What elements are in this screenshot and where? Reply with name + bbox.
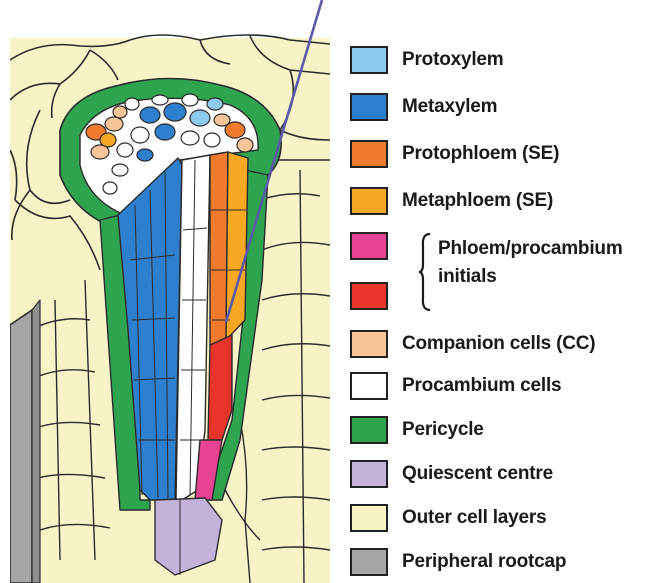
swatch-rootcap <box>350 548 388 576</box>
legend-item-protophloem: Protophloem (SE) <box>350 138 559 170</box>
legend-label-metaphloem: Metaphloem (SE) <box>402 190 553 212</box>
legend-item-companion: Companion cells (CC) <box>350 328 595 360</box>
legend-item-metaxylem: Metaxylem <box>350 91 497 123</box>
swatch-protoxylem <box>350 46 388 74</box>
legend-label-quiescent: Quiescent centre <box>402 463 553 485</box>
legend-label-outer: Outer cell layers <box>402 507 546 529</box>
legend-item-phloem-initials: Phloem/procambium initials <box>350 232 665 312</box>
swatch-phloem-initial-pink <box>350 232 388 260</box>
legend-label-rootcap: Peripheral rootcap <box>402 551 566 573</box>
swatch-pericycle <box>350 416 388 444</box>
legend-item-metaphloem: Metaphloem (SE) <box>350 185 553 217</box>
swatch-companion <box>350 330 388 358</box>
swatch-phloem-initial-red <box>350 282 388 310</box>
legend-item-protoxylem: Protoxylem <box>350 44 503 76</box>
swatch-outer <box>350 504 388 532</box>
legend-item-pericycle: Pericycle <box>350 414 484 446</box>
protophloem-strand <box>210 152 228 345</box>
legend-item-quiescent: Quiescent centre <box>350 458 553 490</box>
legend-item-outer: Outer cell layers <box>350 502 546 534</box>
swatch-protophloem <box>350 140 388 168</box>
legend-label-companion: Companion cells (CC) <box>402 333 595 355</box>
legend-label-initials-line2: initials <box>438 266 497 288</box>
legend-item-rootcap: Peripheral rootcap <box>350 546 566 578</box>
legend: Protoxylem Metaxylem Protophloem (SE) Me… <box>350 44 665 574</box>
legend-label-metaxylem: Metaxylem <box>402 96 497 118</box>
legend-label-procambium: Procambium cells <box>402 375 561 397</box>
legend-label-protophloem: Protophloem (SE) <box>402 143 559 165</box>
legend-label-initials-line1: Phloem/procambium <box>438 238 623 260</box>
legend-label-protoxylem: Protoxylem <box>402 49 503 71</box>
legend-item-procambium: Procambium cells <box>350 370 561 402</box>
brace-icon <box>418 232 432 312</box>
peripheral-rootcap-edge <box>32 300 40 583</box>
swatch-metaphloem <box>350 187 388 215</box>
peripheral-rootcap-region <box>10 310 32 583</box>
swatch-metaxylem <box>350 93 388 121</box>
legend-label-pericycle: Pericycle <box>402 419 484 441</box>
swatch-quiescent <box>350 460 388 488</box>
swatch-procambium <box>350 372 388 400</box>
root-cross-section-diagram <box>0 0 330 583</box>
